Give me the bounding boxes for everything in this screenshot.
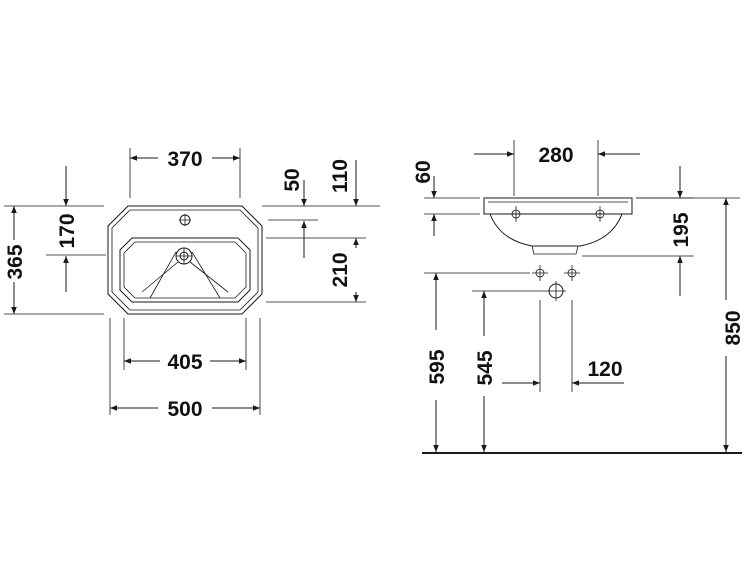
dim-545: 545 [472, 290, 546, 452]
dim-595: 595 [424, 272, 530, 452]
dim-label: 545 [474, 350, 497, 385]
dim-label: 500 [167, 398, 202, 421]
dim-label: 50 [281, 168, 304, 191]
dim-label: 850 [722, 310, 745, 345]
supply-marker-icon [564, 265, 580, 281]
drain-icon [141, 247, 229, 299]
dim-280: 280 [474, 140, 640, 196]
supply-marker-icon [532, 265, 548, 281]
basin-bowl-profile [489, 213, 623, 247]
drain-outlet-icon [546, 281, 566, 301]
basin-profile [483, 197, 633, 215]
dim-195: 195 [582, 166, 694, 296]
dim-label: 110 [329, 159, 352, 193]
dim-label: 170 [56, 213, 79, 248]
dim-365: 365 [4, 205, 104, 315]
dim-120: 120 [502, 300, 624, 392]
dim-170: 170 [46, 166, 106, 292]
dim-label: 595 [426, 349, 449, 384]
dim-label: 120 [587, 358, 622, 381]
dim-210: 210 [329, 238, 359, 302]
dim-label: 280 [538, 144, 573, 167]
bowl-inner [123, 241, 247, 299]
dim-label: 195 [670, 212, 693, 247]
dim-label: 405 [167, 351, 202, 374]
side-view: 280 60 195 850 [412, 140, 745, 454]
dim-850: 850 [636, 197, 745, 452]
dim-110: 110 [329, 159, 359, 206]
dim-label: 60 [412, 160, 435, 183]
dim-60: 60 [412, 160, 480, 236]
dim-label: 210 [329, 252, 352, 287]
dim-50: 50 [281, 168, 307, 258]
basin-outline [107, 205, 263, 315]
top-view: 370 405 500 365 [4, 148, 380, 421]
dim-label: 365 [4, 244, 27, 279]
bowl-outline [119, 237, 251, 303]
dim-370: 370 [129, 148, 241, 198]
dim-label: 370 [167, 148, 202, 171]
dim-405: 405 [123, 318, 247, 374]
tap-marker-icon [508, 206, 524, 222]
basin-rim [111, 209, 259, 311]
dim-500: 500 [109, 318, 261, 421]
tap-marker-icon [592, 206, 608, 222]
